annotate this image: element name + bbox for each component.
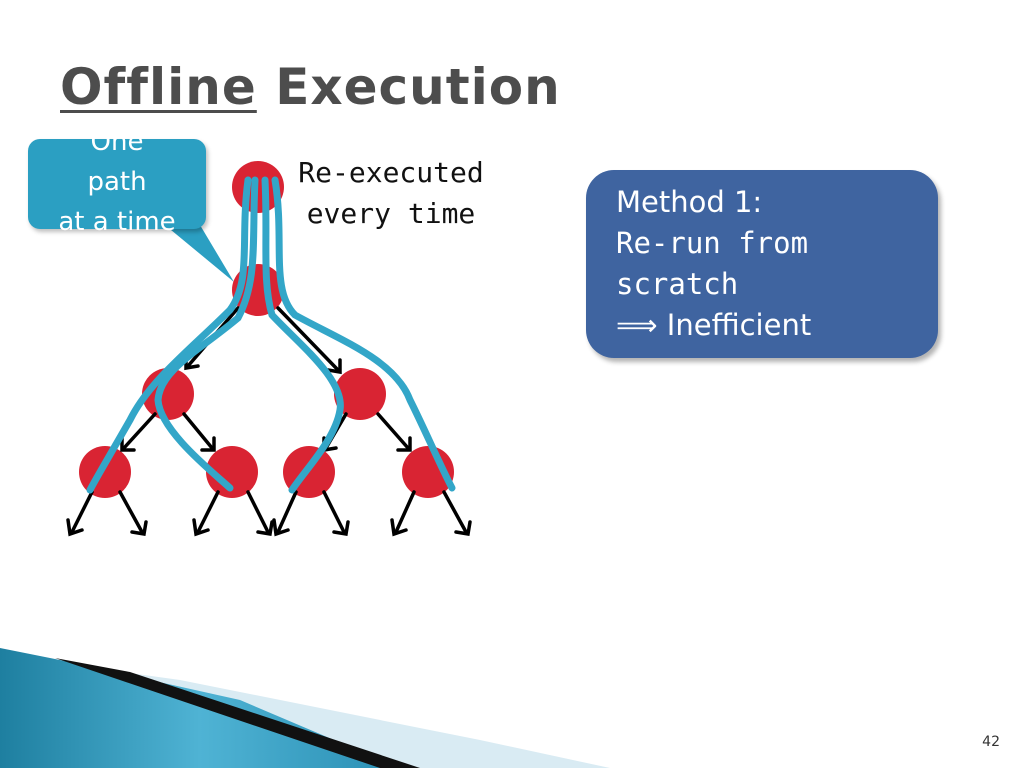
edge-arrow: [246, 490, 270, 534]
method-conclusion: ⟹ Inefficient: [616, 308, 812, 342]
edge-arrow-head: [272, 518, 290, 537]
callout-text: One path at a time: [28, 122, 206, 242]
method-body-line: scratch: [616, 267, 739, 301]
edge-arrow: [196, 490, 220, 534]
edge-arrow-head: [66, 518, 84, 537]
edge-arrow: [118, 490, 144, 534]
title-underlined-word: Offline: [60, 58, 257, 116]
edge-arrow-head: [332, 520, 350, 537]
callout-tail: [165, 225, 234, 282]
edge-arrow: [376, 412, 410, 450]
execution-path-3: [261, 176, 344, 494]
edge-arrow: [122, 412, 157, 450]
edge-arrow-head: [200, 436, 216, 452]
edge-arrow: [70, 490, 94, 534]
execution-path-1: [86, 176, 252, 494]
note-line: Re-executed: [298, 156, 484, 189]
edge-arrow-head: [390, 518, 408, 537]
swoosh-dark-band: [55, 658, 420, 768]
callout-line: at a time: [58, 207, 176, 237]
title-rest: Execution: [256, 58, 561, 116]
callout-one-path: One path at a time: [28, 127, 206, 237]
tree-node-level2-right: [334, 368, 386, 420]
callout-line: path: [87, 167, 147, 197]
method-body-line: Re-run from: [616, 226, 809, 260]
edge-arrow: [276, 490, 298, 534]
edge-arrow-head: [454, 520, 472, 537]
edge-arrow: [322, 490, 346, 534]
edge-arrow: [182, 412, 214, 450]
edge-arrow-head: [396, 436, 412, 452]
re-executed-note: Re-executed every time: [284, 152, 498, 234]
page-number: 42: [982, 734, 1000, 750]
edge-arrow: [276, 306, 340, 372]
slide-title: Offline Execution: [60, 58, 561, 116]
method-box-text: Method 1: Re-run from scratch ⟹ Ineffici…: [616, 182, 811, 346]
edge-arrow-head: [326, 358, 342, 375]
method-heading: Method 1:: [616, 185, 763, 219]
execution-path-2: [154, 176, 259, 492]
callout-line: One: [90, 127, 144, 157]
edge-arrow-head: [120, 436, 136, 452]
edge-arrow: [442, 490, 468, 534]
execution-path-4: [271, 176, 456, 492]
edge-arrow: [394, 490, 416, 534]
edge-arrow-head: [256, 520, 274, 537]
method-1-box: Method 1: Re-run from scratch ⟹ Ineffici…: [586, 170, 938, 358]
note-line: every time: [306, 197, 476, 230]
tree-node-level3-b: [206, 446, 258, 498]
edge-arrow-head: [192, 518, 210, 537]
edge-arrow-head: [130, 520, 148, 537]
